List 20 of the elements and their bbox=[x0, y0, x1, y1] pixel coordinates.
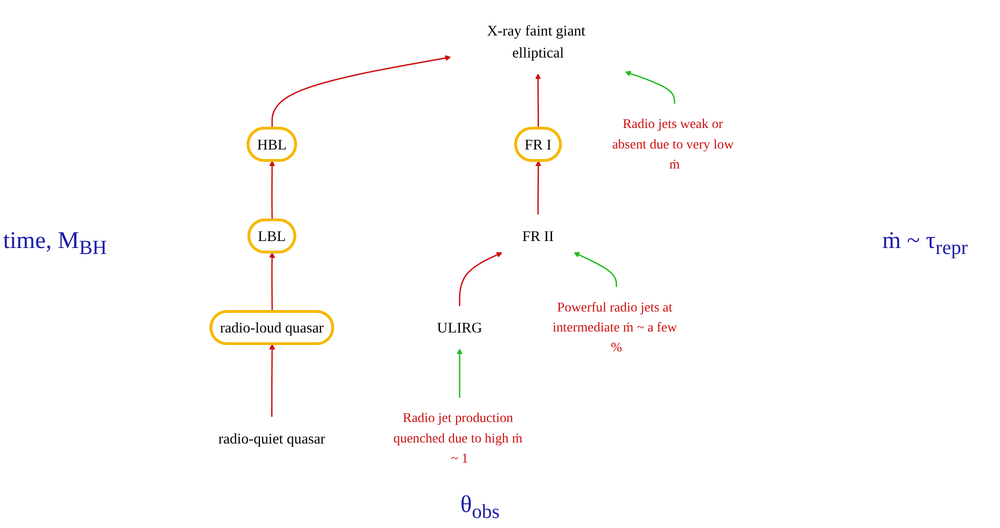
arrow bbox=[458, 252, 502, 306]
arrow bbox=[625, 70, 676, 104]
node-text: FR II bbox=[522, 228, 554, 244]
node-text: ULIRG bbox=[437, 319, 482, 336]
node-text: radio-quiet quasar bbox=[218, 430, 326, 447]
arrow bbox=[269, 344, 276, 418]
node-text: X-ray faint giant elliptical bbox=[486, 22, 586, 62]
axis-label: ṁ ~ τ$_{repr}$ bbox=[882, 228, 968, 260]
arrow bbox=[269, 160, 276, 220]
arrow bbox=[535, 74, 541, 129]
node-text: Radio jet production quenched due to high ṁ ~ 1 bbox=[393, 410, 522, 466]
node-text: Powerful radio jets at intermediate ṁ ~ a few % bbox=[552, 300, 677, 356]
arrow bbox=[269, 252, 276, 312]
axis-label: time, M$_{BH}$ bbox=[3, 228, 107, 260]
node-text: Radio jets weak or absent due to very low ṁ bbox=[612, 116, 734, 172]
arrow bbox=[574, 252, 618, 288]
arrow bbox=[271, 55, 452, 129]
arrow bbox=[456, 348, 463, 398]
arrow bbox=[535, 160, 542, 215]
axis-label: θ$_{obs}$ bbox=[460, 492, 500, 524]
